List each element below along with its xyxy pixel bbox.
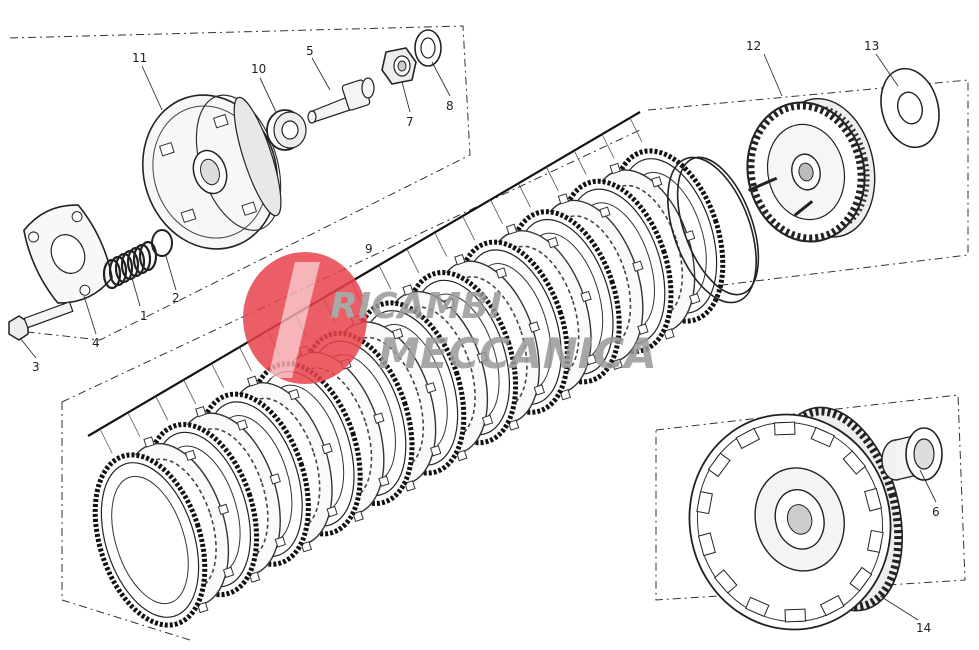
label-13: 13 — [864, 39, 879, 53]
label-10: 10 — [251, 62, 266, 76]
clutch-plate — [92, 452, 208, 628]
label-12: 12 — [746, 39, 761, 53]
outline-main-bottom — [61, 599, 191, 641]
lock-nut — [381, 47, 417, 85]
bushing — [881, 427, 943, 481]
push-rod — [307, 77, 375, 124]
washer-small — [414, 29, 442, 67]
watermark-circle — [243, 252, 367, 384]
outline-basket-group — [655, 394, 966, 601]
label-5: 5 — [306, 44, 314, 58]
outline-pressure-plate-group — [9, 25, 471, 341]
pressure-plate — [141, 94, 282, 250]
clutch-spring — [102, 240, 158, 290]
label-6: 6 — [932, 505, 940, 519]
outline-plate-stack-group — [599, 79, 969, 301]
label-4: 4 — [92, 336, 100, 350]
plate-pack-bracket — [87, 111, 641, 437]
clutch-basket — [688, 406, 903, 631]
label-9: 9 — [365, 242, 373, 256]
spring-cap-plate — [23, 204, 113, 304]
label-1: 1 — [140, 309, 148, 323]
outline-main-group — [61, 129, 641, 403]
bearing — [266, 109, 307, 151]
group-outlines — [9, 25, 969, 641]
label-3: 3 — [32, 360, 40, 374]
clutch-hub — [746, 97, 876, 243]
label-7: 7 — [406, 115, 414, 129]
part-number-labels: 1 2 3 4 5 6 7 8 9 10 11 12 13 14 — [32, 39, 940, 635]
thrust-washer — [880, 67, 940, 149]
callout-leaders — [19, 53, 937, 621]
watermark-logo: RICAMBI MECCANICA — [243, 252, 657, 384]
label-2: 2 — [172, 291, 180, 305]
snap-ring — [151, 229, 173, 257]
clutch-plate-stack — [92, 148, 726, 628]
watermark-text-2: MECCANICA — [378, 329, 657, 378]
screw — [8, 301, 74, 341]
label-8: 8 — [446, 99, 454, 113]
watermark-text-1: RICAMBI — [330, 286, 502, 327]
label-14: 14 — [916, 621, 931, 635]
steel-rings — [667, 156, 760, 304]
label-11: 11 — [132, 51, 147, 65]
